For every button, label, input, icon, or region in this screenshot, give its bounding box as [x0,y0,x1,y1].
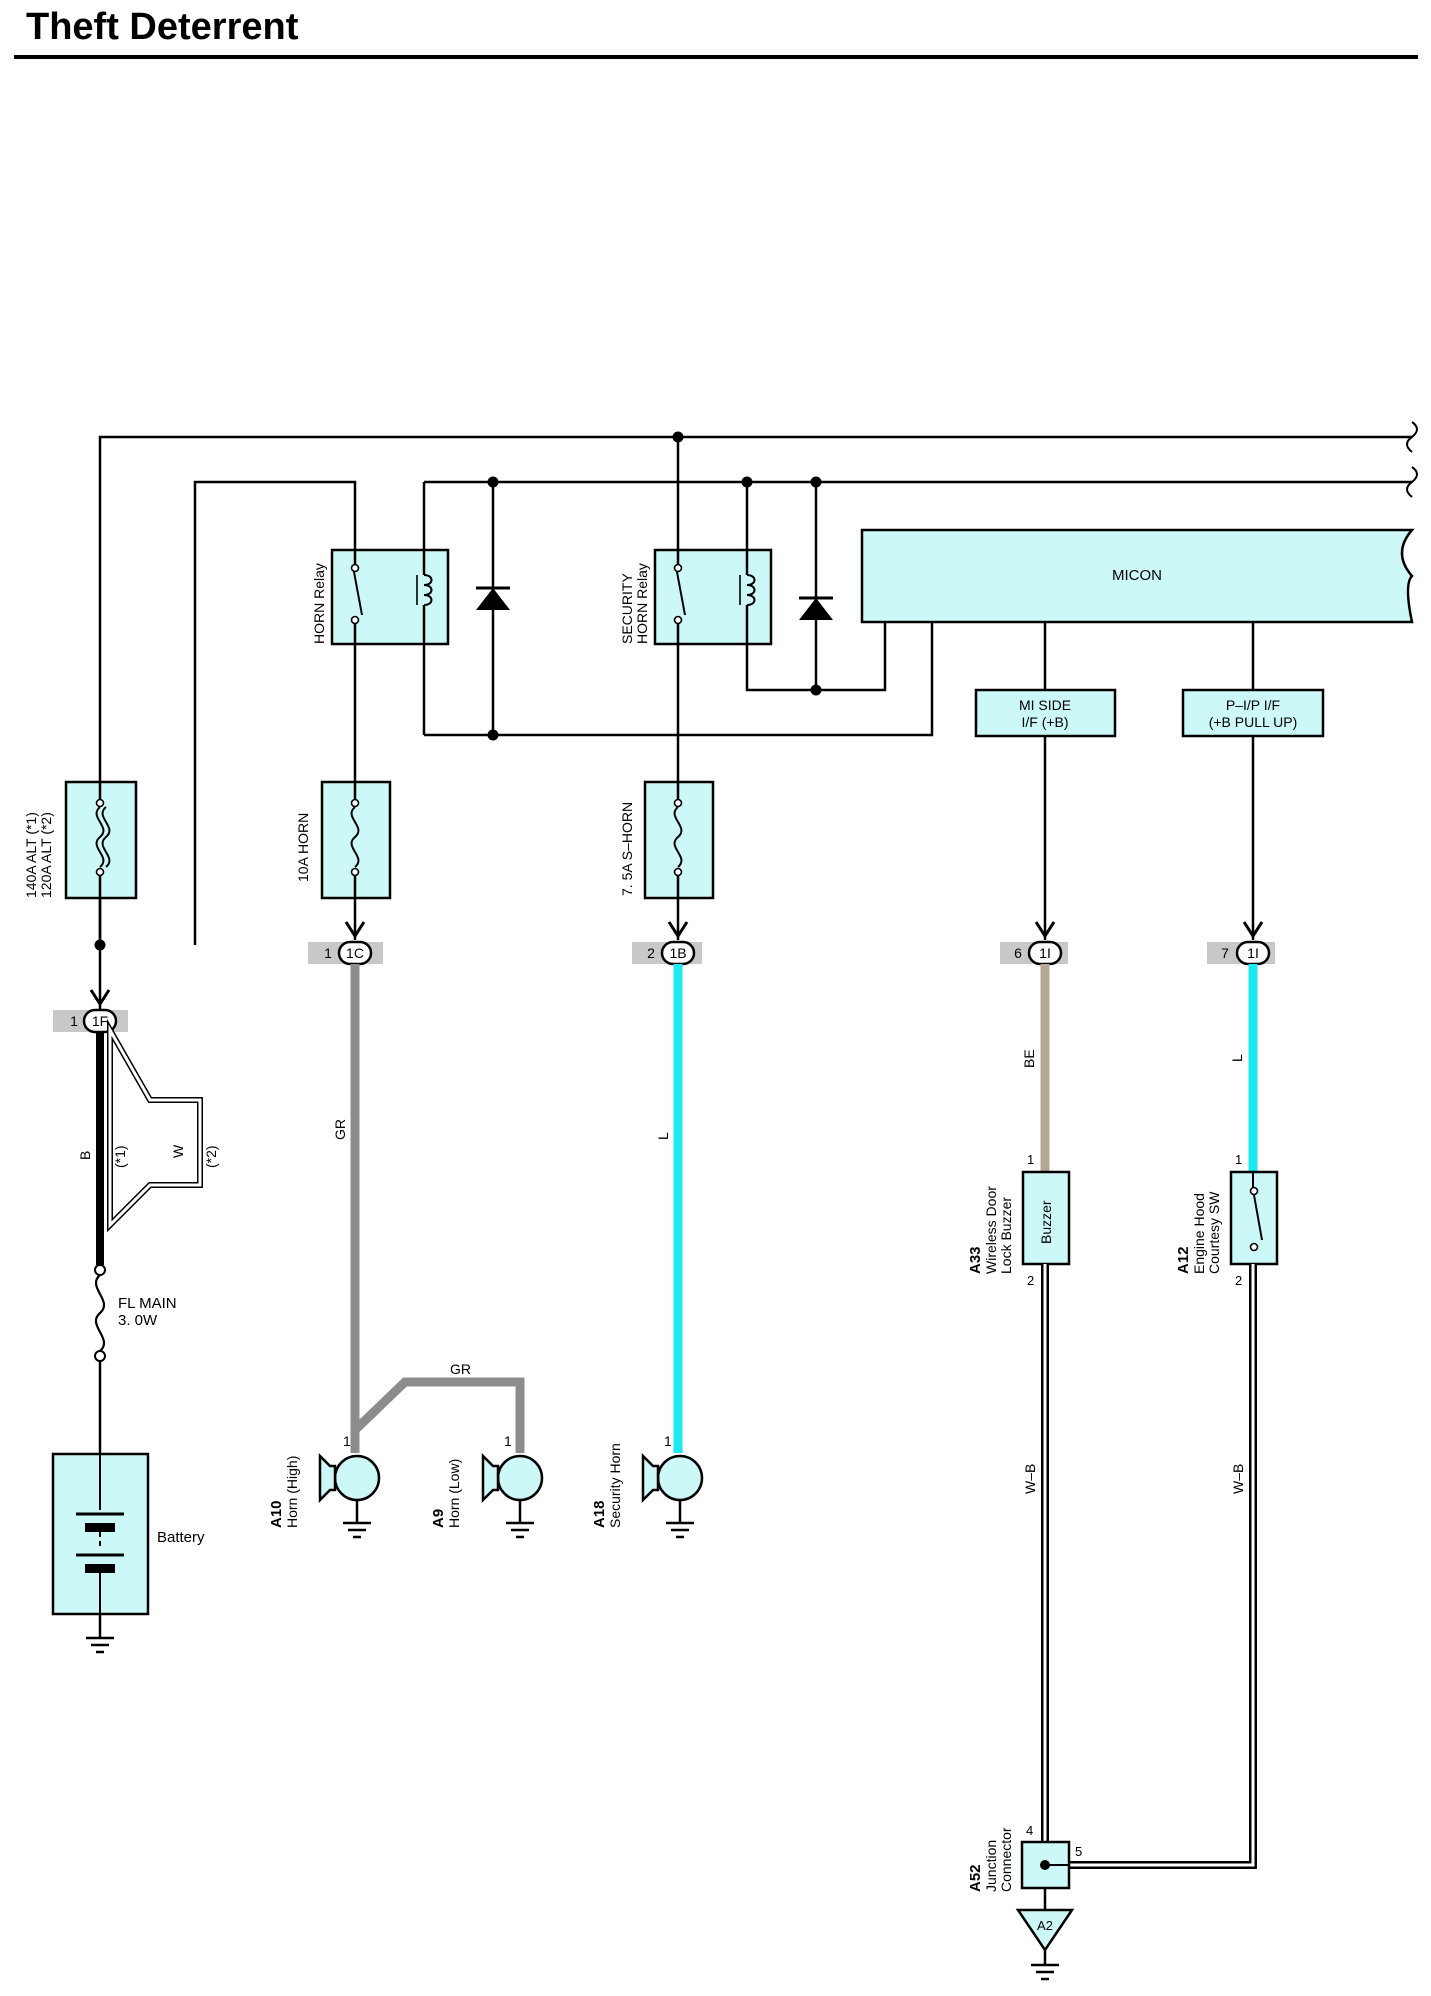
connector-1i-a-pin: 6 [1014,945,1022,961]
horn-low-code: A9 [430,1509,447,1528]
wire-be-label: BE [1021,1049,1037,1068]
connector-1f-pin: 1 [70,1013,78,1029]
battery-label: Battery [157,1529,205,1546]
s-horn-fuse: 7. 5A S–HORN [619,644,715,900]
hood-code: A12 [1175,1246,1192,1274]
horn-high-pin: 1 [343,1433,351,1449]
buzzer-name-1: Wireless Door [983,1186,999,1274]
junction-connector-a52: 4 5 A52 Junction Connector [967,1823,1082,1910]
a52-pin-4: 4 [1026,1823,1033,1838]
horn-relay-return-wire [424,622,934,737]
security-horn-name: Security Horn [607,1443,623,1528]
horn-high-code: A10 [268,1500,285,1528]
alt-harness-option: W (*2) (*1) [107,1018,219,1233]
wire-w-label: W [170,1144,186,1158]
a2-label: A2 [1037,1918,1053,1933]
horn-relay-diode [476,482,510,735]
wire-wb-hood-label: W–B [1230,1464,1246,1494]
wire-b-label: B [77,1151,93,1160]
hood-pin-1: 1 [1235,1152,1242,1167]
connector-1i-b-id: 1I [1247,945,1259,961]
title-rule [14,55,1418,59]
connector-1c: 1 1C [308,940,383,966]
battery: Battery [51,1452,205,1654]
a52-name-1: Junction [983,1840,999,1892]
security-relay-diode [799,482,833,690]
fl-main-fusible-link: FL MAIN 3. 0W [94,1264,177,1454]
buzzer-pin-2: 2 [1027,1273,1034,1288]
connector-1i-hood: 7 1I [1207,940,1275,966]
s-horn-fuse-label: 7. 5A S–HORN [619,802,635,896]
horn-high: 1 A10 Horn (High) [268,1433,381,1539]
connector-1i-buzzer: 6 1I [1000,940,1068,966]
connector-arrows [89,921,1264,1007]
connector-1c-pin: 1 [324,945,332,961]
security-horn-code: A18 [591,1500,608,1528]
connector-1f-id: 1F [92,1013,108,1029]
connector-1f: 1 1F [53,1008,128,1034]
security-horn-pin: 1 [664,1433,672,1449]
hood-name-1: Engine Hood [1191,1193,1207,1274]
buzzer-name-2: Lock Buzzer [998,1197,1014,1274]
connector-1i-b-pin: 7 [1221,945,1229,961]
feed-wires [98,736,1255,1010]
pip-label-2: (+B PULL UP) [1209,714,1298,730]
horn-low-name: Horn (Low) [446,1459,462,1528]
hood-name-2: Courtesy SW [1206,1191,1222,1274]
page-title: Theft Deterrent [26,6,299,48]
security-horn-relay: SECURITY HORN Relay [619,437,887,692]
buzzer-code: A33 [967,1246,984,1274]
horn-wires-gr [350,964,525,1453]
hood-pin-2: 2 [1235,1273,1242,1288]
connector-1i-a-id: 1I [1039,945,1051,961]
wire-l-security-label: L [655,1132,671,1140]
w-b-ground-wires [1041,1264,1257,1869]
power-bus-lines [98,421,1418,945]
horn-relay: HORN Relay [311,482,450,735]
wireless-door-lock-buzzer: Buzzer 1 2 A33 Wireless Door Lock Buzzer [967,1152,1071,1288]
micon-module: MICON MI SIDE I/F (+B) P–I/P I/F (+B PUL… [860,528,1415,738]
wire-opt1-label: (*1) [112,1145,128,1168]
security-relay-label-1: SECURITY [619,573,635,644]
security-relay-label-2: HORN Relay [634,563,650,644]
fl-main-label-2: 3. 0W [118,1312,158,1329]
wire-gr-branch-label: GR [450,1361,471,1377]
pip-label-1: P–I/P I/F [1226,697,1280,713]
connector-1c-id: 1C [346,945,364,961]
wire-gr-main-label: GR [332,1119,348,1140]
a52-pin-5: 5 [1075,1844,1082,1859]
micon-label: MICON [1112,567,1162,584]
connector-1b: 2 1B [632,940,702,966]
a52-code: A52 [967,1864,984,1892]
engine-hood-courtesy-switch: 1 2 A12 Engine Hood Courtesy SW [1175,1152,1279,1288]
buzzer-inner-label: Buzzer [1038,1200,1054,1244]
wire-l-hood-label: L [1229,1054,1245,1062]
connector-1b-pin: 2 [647,945,655,961]
horn-high-name: Horn (High) [284,1456,300,1528]
alt-fuse: 140A ALT (*1) 120A ALT (*2) [23,780,138,900]
alt-fuse-label-2: 120A ALT (*2) [38,812,54,898]
horn-relay-label: HORN Relay [311,563,327,644]
fl-main-label-1: FL MAIN [118,1295,177,1312]
buzzer-pin-1: 1 [1027,1152,1034,1167]
horn-low: 1 A9 Horn (Low) [430,1433,544,1539]
wire-opt2-label: (*2) [203,1145,219,1168]
mi-side-label-1: MI SIDE [1019,697,1071,713]
security-horn: 1 A18 Security Horn [591,1433,704,1539]
horn-fuse: 10A HORN [295,644,392,900]
alt-fuse-label-1: 140A ALT (*1) [23,812,39,898]
horn-low-pin: 1 [504,1433,512,1449]
wire-wb-buzzer-label: W–B [1022,1464,1038,1494]
ground-point-a2: A2 [1015,1908,1075,1981]
mi-side-label-2: I/F (+B) [1021,714,1068,730]
a52-name-2: Connector [998,1827,1014,1892]
connector-1b-id: 1B [669,945,686,961]
horn-fuse-label: 10A HORN [295,813,311,882]
